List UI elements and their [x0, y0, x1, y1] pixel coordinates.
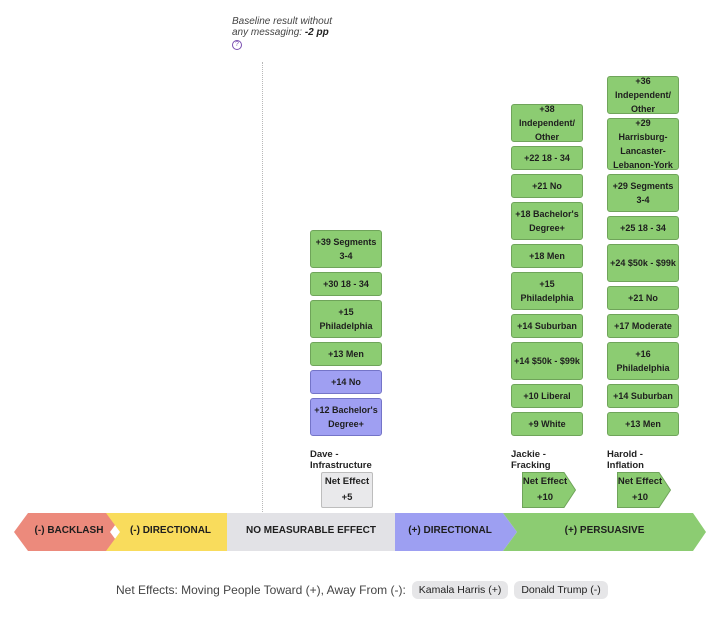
segment-tile: +15 Philadelphia: [310, 300, 382, 338]
segment-tile: +39 Segments 3-4: [310, 230, 382, 268]
segment-tile: +18 Men: [511, 244, 583, 268]
segment-tile: +25 18 - 34: [607, 216, 679, 240]
message-column-harold: +13 Men +14 Suburban +16 Philadelphia +17 M…: [607, 0, 681, 618]
segment-tile: +29 Harrisburg- Lancaster- Lebanon-York: [607, 118, 679, 170]
band-shape: [106, 513, 227, 551]
segment-tile: +22 18 - 34: [511, 146, 583, 170]
segment-tile: +12 Bachelor's Degree+: [310, 398, 382, 436]
segment-tile: +30 18 - 34: [310, 272, 382, 296]
segment-tile: +14 $50k - $99k: [511, 342, 583, 380]
net-effect-value: +10: [536, 492, 554, 503]
net-effect-badge-dave: Net Effect +5: [321, 472, 373, 508]
segment-tile: +38 Independent/ Other: [511, 104, 583, 142]
segment-tile: +13 Men: [607, 412, 679, 436]
band-shape: [503, 513, 706, 551]
band-shape: [227, 513, 395, 551]
baseline-note: Baseline result without any messaging: -…: [232, 16, 342, 50]
band-label: (-) BACKLASH: [34, 525, 104, 536]
scale-band-backlash: (-) BACKLASH: [14, 513, 124, 551]
band-label: NO MEASURABLE EFFECT: [246, 525, 376, 536]
net-effect-arrow: [617, 472, 671, 508]
segment-tile: +17 Moderate: [607, 314, 679, 338]
net-effect-label: Net Effect: [324, 476, 370, 487]
away-pill: Donald Trump (-): [514, 581, 608, 599]
scale-band-no-effect: NO MEASURABLE EFFECT: [227, 513, 395, 551]
net-effect-value: +10: [631, 492, 649, 503]
message-column-dave: +12 Bachelor's Degree+ +14 No +13 Men +15 P…: [310, 0, 384, 618]
baseline-value: -2 pp: [304, 27, 329, 38]
toward-pill: Kamala Harris (+): [411, 581, 509, 599]
footer-text: Net Effects: Moving People Toward (+), A…: [116, 583, 406, 597]
segment-tile: +14 No: [310, 370, 382, 394]
net-effect-arrow: [522, 472, 576, 508]
segment-tile: +21 No: [511, 174, 583, 198]
net-effect-label: Net Effect: [522, 476, 568, 487]
band-label: (-) DIRECTIONAL: [129, 525, 212, 536]
segment-tile: +29 Segments 3-4: [607, 174, 679, 212]
segment-tile: +18 Bachelor's Degree+: [511, 202, 583, 240]
net-effect-badge-harold: Net Effect +10: [617, 472, 671, 508]
segment-tile: +14 Suburban: [511, 314, 583, 338]
band-label: (+) DIRECTIONAL: [408, 525, 492, 536]
help-icon[interactable]: ?: [232, 40, 242, 50]
footer-legend: Net Effects: Moving People Toward (+), A…: [116, 581, 608, 599]
segment-tile: +9 White: [511, 412, 583, 436]
scale-band-persuasive: (+) PERSUASIVE: [503, 513, 706, 551]
net-effect-value: +5: [341, 492, 353, 503]
band-label: (+) PERSUASIVE: [564, 525, 645, 536]
segment-tile: +10 Liberal: [511, 384, 583, 408]
segment-tile: +15 Philadelphia: [511, 272, 583, 310]
baseline-line: [262, 62, 263, 512]
segment-tile: +14 Suburban: [607, 384, 679, 408]
segment-tile: +36 Independent/ Other: [607, 76, 679, 114]
segment-tile: +16 Philadelphia: [607, 342, 679, 380]
scale-band-pos-directional: (+) DIRECTIONAL: [395, 513, 517, 551]
net-effect-label: Net Effect: [617, 476, 663, 487]
baseline-text: Baseline result without any messaging:: [232, 16, 333, 38]
message-label-harold: Harold - Inflation: [607, 449, 644, 471]
net-effect-badge-jackie: Net Effect +10: [522, 472, 576, 508]
message-label-dave: Dave - Infrastructure: [310, 449, 372, 471]
scale-band-neg-directional: (-) DIRECTIONAL: [106, 513, 227, 551]
band-shape: [14, 513, 124, 551]
message-label-jackie: Jackie - Fracking: [511, 449, 551, 471]
segment-tile: +13 Men: [310, 342, 382, 366]
segment-tile: +24 $50k - $99k: [607, 244, 679, 282]
segment-tile: +21 No: [607, 286, 679, 310]
message-column-jackie: +9 White +10 Liberal +14 $50k - $99k +14 Su…: [511, 0, 585, 618]
band-shape: [395, 513, 517, 551]
